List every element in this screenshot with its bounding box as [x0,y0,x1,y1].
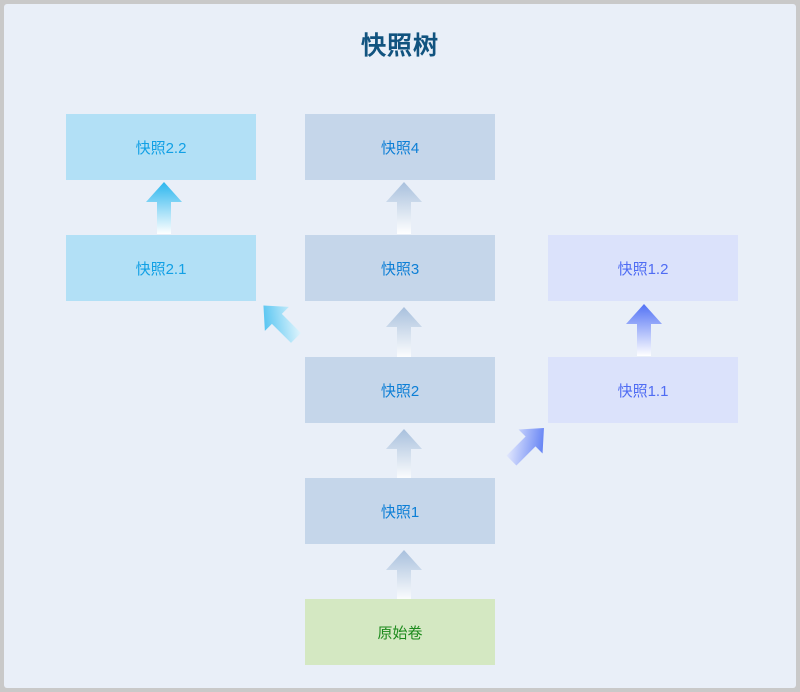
node-label: 快照4 [380,139,420,157]
node-label: 快照2 [380,382,420,400]
node-label: 原始卷 [377,624,423,642]
node-snap1_1[interactable]: 快照1.1 [548,357,738,423]
node-volume[interactable]: 原始卷 [305,599,495,665]
edge-volume-to-snap1 [385,550,423,602]
edge-snap2_1-to-snap2_2 [145,182,183,234]
edge-snap1-to-snap2 [385,429,423,481]
node-label: 快照1 [380,503,420,521]
node-snap4[interactable]: 快照4 [305,114,495,180]
node-snap2[interactable]: 快照2 [305,357,495,423]
node-snap2_1[interactable]: 快照2.1 [66,235,256,301]
edge-snap1-to-snap1_1 [501,419,553,471]
node-label: 快照3 [380,260,420,278]
node-label: 快照2.1 [135,260,187,278]
node-snap1[interactable]: 快照1 [305,478,495,544]
node-snap2_2[interactable]: 快照2.2 [66,114,256,180]
node-snap3[interactable]: 快照3 [305,235,495,301]
edge-snap2-to-snap3 [385,307,423,359]
edge-snap1_1-to-snap1_2 [625,304,663,356]
node-label: 快照1.2 [617,260,669,278]
node-snap1_2[interactable]: 快照1.2 [548,235,738,301]
edge-snap3-to-snap4 [385,182,423,234]
edge-snap2-to-snap2_1 [253,295,305,347]
diagram-canvas: 快照树 [4,4,796,688]
page-title: 快照树 [360,32,439,60]
node-label: 快照2.2 [135,139,187,157]
node-label: 快照1.1 [617,382,669,400]
